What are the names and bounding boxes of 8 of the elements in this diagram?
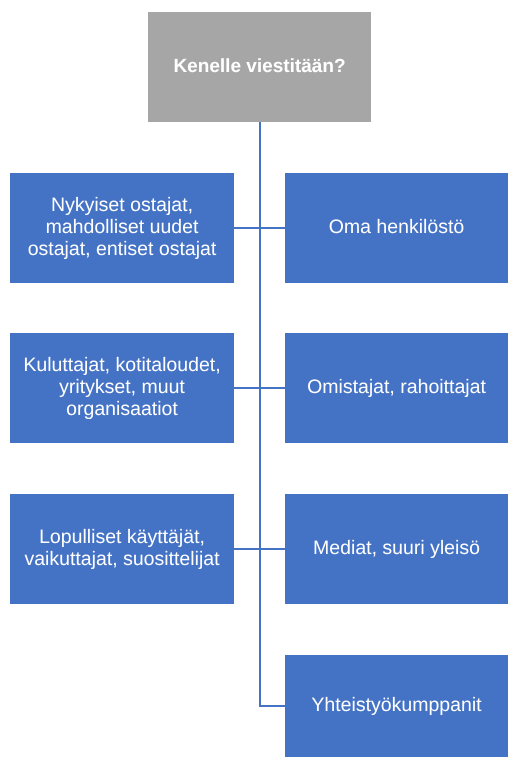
audience-box: Mediat, suuri yleisö bbox=[285, 494, 508, 604]
audience-box: Oma henkilöstö bbox=[285, 173, 508, 283]
audience-box: Kuluttajat, kotitaloudet, yritykset, muut organisaatiot bbox=[10, 333, 234, 443]
audience-box: Lopulliset käyttäjät, vaikuttajat, suosittelijat bbox=[10, 494, 234, 604]
audience-box: Nykyiset ostajat, mahdolliset uudet ostajat, entiset ostajat bbox=[10, 173, 234, 283]
audience-box: Omistajat, rahoittajat bbox=[285, 333, 508, 443]
heading-box: Kenelle viestitään? bbox=[148, 12, 371, 122]
audience-box: Yhteistyökumppanit bbox=[285, 655, 508, 757]
